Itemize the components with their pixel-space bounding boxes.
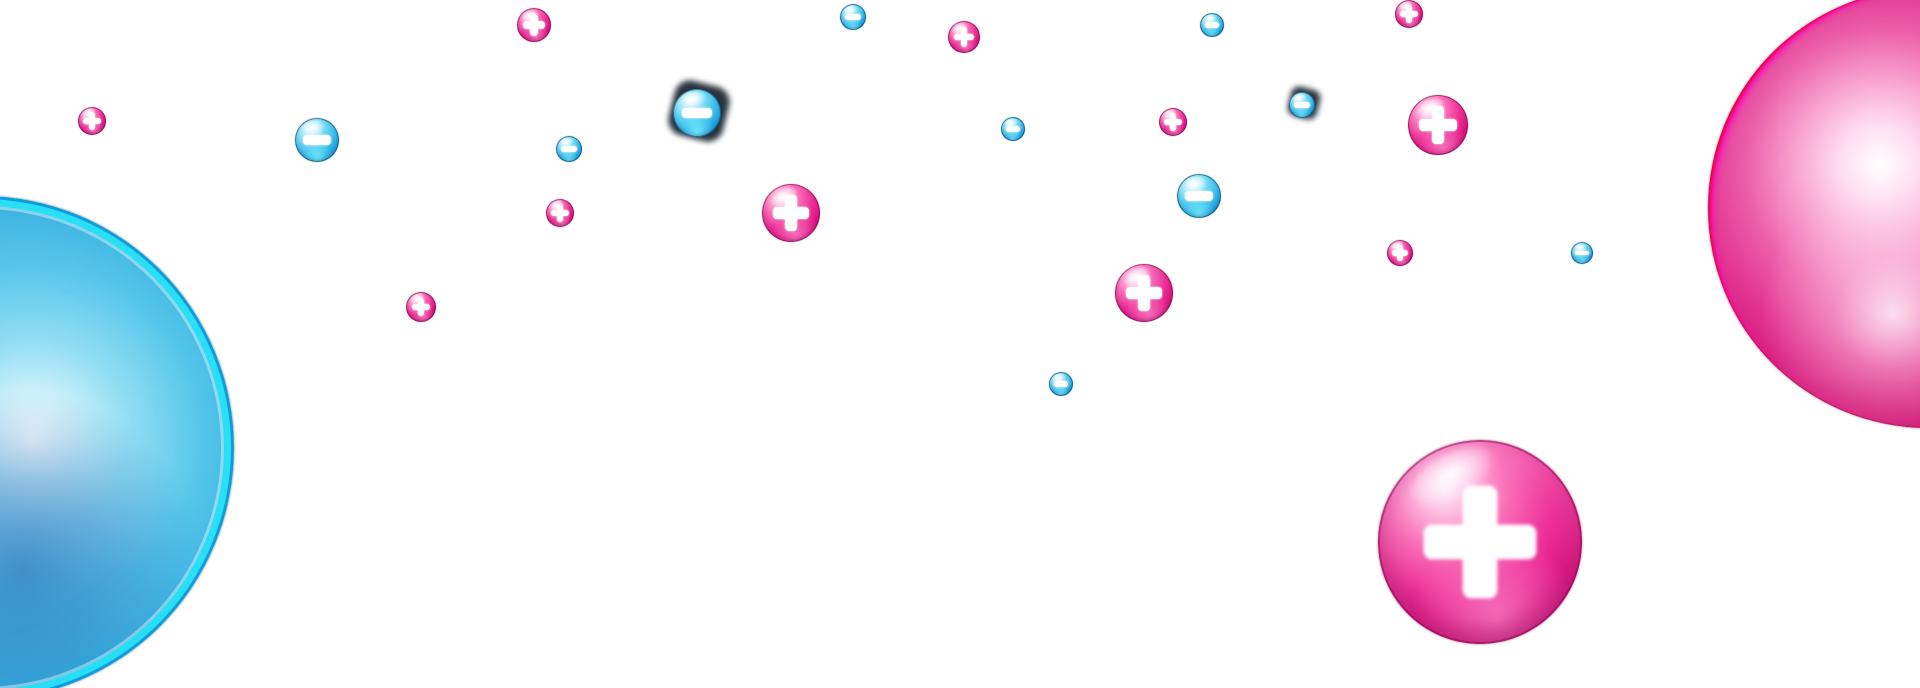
positive-ion-ball: [546, 198, 574, 227]
minus-icon: [1001, 117, 1025, 141]
minus-icon: [295, 118, 339, 162]
gloss-highlight: [1203, 13, 1218, 25]
positive-ion-ball: [1408, 93, 1468, 155]
plus-icon: [1378, 440, 1582, 644]
plus-icon: [948, 21, 980, 53]
gloss-highlight: [80, 106, 98, 121]
minus-icon: [1289, 92, 1315, 118]
minus-icon: [1571, 242, 1593, 264]
gloss-highlight: [548, 198, 566, 213]
gloss-highlight: [408, 291, 427, 307]
positive-ion-ball: [948, 20, 980, 53]
gloss-highlight: [1052, 372, 1067, 384]
plus-icon: [1159, 108, 1187, 136]
positive-ion-ball: [517, 7, 551, 42]
minus-icon: [1177, 174, 1221, 218]
gloss-highlight: [1413, 93, 1449, 124]
negative-ion-ball: [1049, 372, 1073, 396]
gloss-highlight: [1292, 92, 1309, 105]
negative-ion-ball: [673, 89, 721, 137]
plus-icon: [78, 107, 106, 135]
plus-icon: [1408, 95, 1468, 155]
positive-ion-ball: [1159, 107, 1187, 136]
gloss-highlight: [559, 136, 576, 149]
giant-blue-sphere: [0, 196, 234, 688]
positive-ion-ball: [406, 291, 436, 322]
gloss-highlight: [1397, 0, 1415, 14]
giant-pink-sphere: [1708, 0, 1920, 428]
gloss-highlight: [951, 20, 970, 37]
minus-icon: [840, 4, 866, 30]
positive-ion-ball: [1395, 0, 1423, 28]
positive-ion-ball: [78, 106, 106, 135]
positive-ion-ball: [762, 182, 820, 242]
negative-ion-ball: [295, 118, 339, 162]
negative-ion-ball: [1289, 92, 1315, 118]
gloss-highlight: [1182, 174, 1210, 196]
negative-ion-ball: [1200, 13, 1224, 37]
plus-icon: [1395, 0, 1423, 28]
gloss-highlight: [1161, 107, 1179, 122]
gloss-highlight: [1573, 242, 1588, 253]
positive-ion-ball: [1115, 262, 1173, 322]
minus-icon: [1049, 372, 1073, 396]
minus-icon: [556, 136, 582, 162]
plus-icon: [546, 199, 574, 227]
negative-ion-ball: [1571, 242, 1593, 264]
minus-icon: [1200, 13, 1224, 37]
positive-ion-ball: [1387, 239, 1413, 266]
gloss-highlight: [767, 182, 802, 212]
positive-ion-ball: [1378, 433, 1582, 644]
negative-ion-ball: [1001, 117, 1025, 141]
plus-icon: [762, 184, 820, 242]
gloss-highlight: [679, 89, 709, 113]
gloss-highlight: [843, 4, 860, 17]
gloss-highlight: [1389, 239, 1405, 253]
negative-ion-ball: [556, 136, 582, 162]
minus-icon: [673, 89, 721, 137]
plus-icon: [1387, 240, 1413, 266]
gloss-highlight: [1120, 262, 1155, 292]
gloss-highlight: [520, 7, 541, 25]
plus-icon: [406, 292, 436, 322]
negative-ion-ball: [1177, 174, 1221, 218]
gloss-highlight: [1399, 433, 1504, 520]
gloss-highlight: [1004, 117, 1019, 129]
plus-icon: [1115, 264, 1173, 322]
negative-ion-ball: [840, 4, 866, 30]
plus-icon: [517, 8, 551, 42]
gloss-highlight: [300, 118, 328, 140]
